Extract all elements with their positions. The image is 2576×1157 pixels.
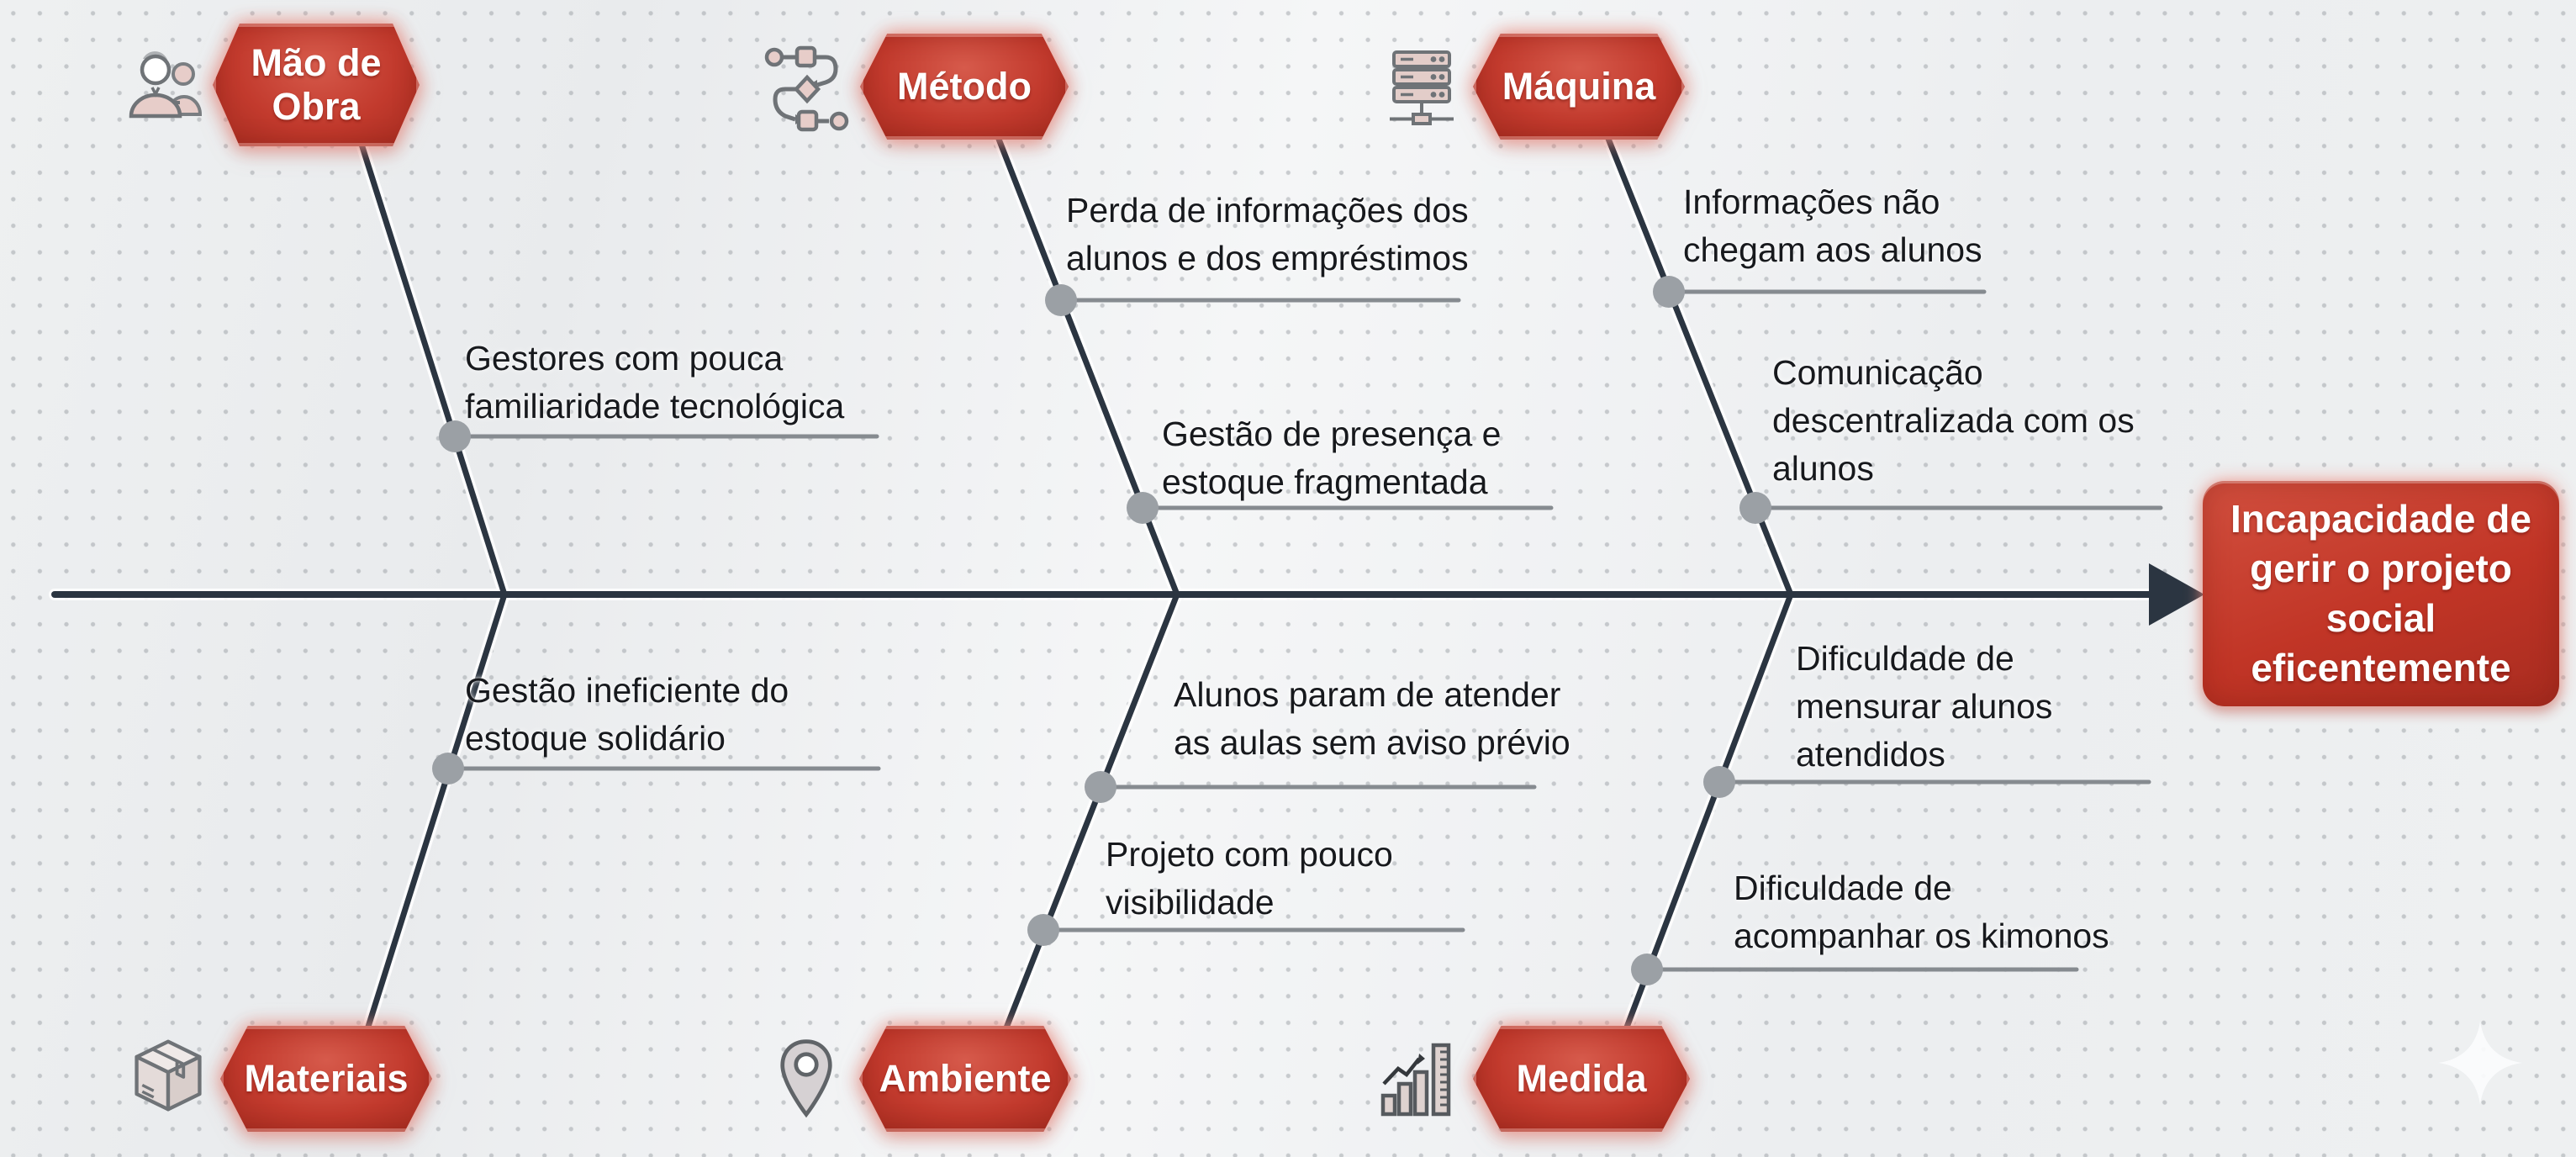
tag-label: Medida xyxy=(1516,1056,1647,1100)
tag-maquina[interactable]: Máquina xyxy=(1473,34,1685,140)
tag-shape: Materiais xyxy=(220,1026,432,1132)
tag-shape: Mão de Obra xyxy=(213,24,420,146)
tag-materiais[interactable]: Materiais xyxy=(220,1026,432,1132)
tag-label: Mão de Obra xyxy=(251,40,382,128)
spine-arrowhead xyxy=(2149,563,2204,626)
tag-ambiente[interactable]: Ambiente xyxy=(859,1026,1071,1132)
effect-label: Incapacidade de gerir o projeto social e… xyxy=(2230,497,2531,689)
cause-perda-informacoes[interactable]: Perda de informações dos alunos e dos em… xyxy=(1066,191,1469,277)
people-icon xyxy=(129,51,203,119)
tag-metodo[interactable]: Método xyxy=(860,34,1069,140)
cause-gestores-familiaridade[interactable]: Gestores com pouca familiaridade tecnoló… xyxy=(465,339,845,425)
cause-lines xyxy=(446,289,2163,972)
sparkle-icon xyxy=(2438,1021,2522,1105)
tag-mao-de-obra[interactable]: Mão de Obra xyxy=(213,24,420,146)
connector-dots xyxy=(432,276,1771,985)
package-icon xyxy=(135,1039,202,1112)
bone-ambiente xyxy=(997,591,1180,1046)
tag-shape: Medida xyxy=(1473,1026,1690,1132)
cause-acompanhar-kimonos[interactable]: Dificuldade de acompanhar os kimonos xyxy=(1734,869,2109,955)
tag-label: Máquina xyxy=(1502,64,1656,108)
flowchart-icon xyxy=(764,45,849,132)
cause-mensurar-alunos[interactable]: Dificuldade de mensurar alunos atendidos xyxy=(1796,639,2053,774)
bone-mao-de-obra xyxy=(350,114,508,598)
bone-materiais xyxy=(360,591,508,1046)
location-pin-icon xyxy=(780,1039,832,1118)
tag-shape: Máquina xyxy=(1473,34,1685,140)
tag-label: Método xyxy=(897,64,1032,108)
cause-gestao-estoque-solidario[interactable]: Gestão ineficiente do estoque solidário xyxy=(465,671,789,758)
tag-shape: Ambiente xyxy=(859,1026,1071,1132)
cause-gestao-presenca[interactable]: Gestão de presença e estoque fragmentada xyxy=(1162,415,1502,501)
tag-medida[interactable]: Medida xyxy=(1473,1026,1690,1132)
tag-label: Ambiente xyxy=(879,1056,1052,1100)
cause-informacoes-nao-chegam[interactable]: Informações não chegam aos alunos xyxy=(1683,182,1982,269)
bar-chart-icon xyxy=(1380,1043,1451,1117)
tag-shape: Método xyxy=(860,34,1069,140)
server-icon xyxy=(1390,50,1454,125)
cause-comunicacao-descentralizada[interactable]: Comunicação descentralizada com os aluno… xyxy=(1772,353,2135,488)
effect-box[interactable]: Incapacidade de gerir o projeto social e… xyxy=(2203,481,2559,706)
cause-projeto-visibilidade[interactable]: Projeto com pouco visibilidade xyxy=(1106,835,1393,922)
cause-alunos-param[interactable]: Alunos param de atender as aulas sem avi… xyxy=(1174,675,1570,762)
tag-label: Materiais xyxy=(244,1056,409,1100)
